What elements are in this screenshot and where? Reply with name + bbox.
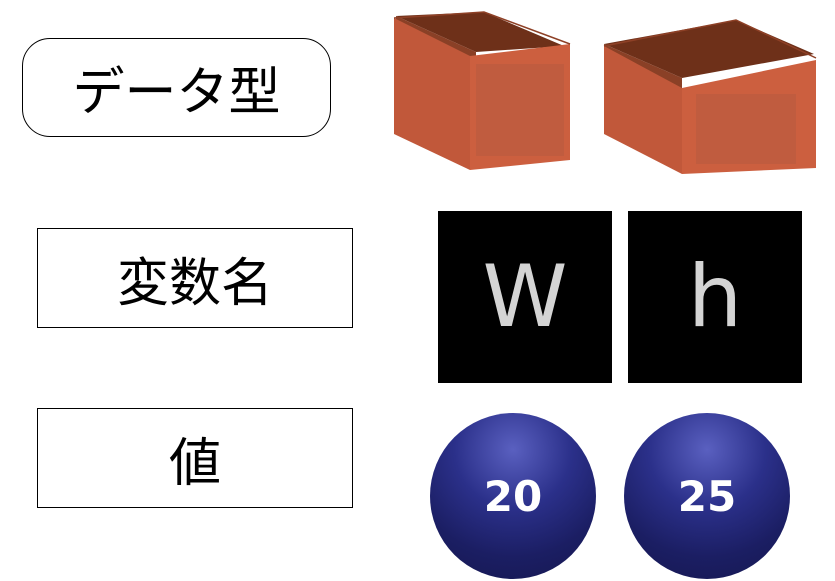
label-data-type: データ型 xyxy=(22,38,331,137)
open-box-icon xyxy=(603,19,817,174)
label-data-type-text: データ型 xyxy=(72,63,281,123)
value-text: 25 xyxy=(677,471,737,521)
value-text: 20 xyxy=(483,471,543,521)
open-box-icon xyxy=(393,11,571,170)
value-ball-20: 20 xyxy=(430,413,596,579)
variable-tile-h: h xyxy=(628,211,802,383)
label-value: 値 xyxy=(37,408,353,508)
variable-name-text: h xyxy=(687,247,743,347)
label-variable-name: 変数名 xyxy=(37,228,353,328)
label-variable-name-text: 変数名 xyxy=(116,253,273,314)
value-ball-25: 25 xyxy=(624,413,790,579)
variable-name-text: W xyxy=(482,247,568,347)
label-value-text: 値 xyxy=(168,433,221,494)
variable-tile-w: W xyxy=(438,211,612,383)
